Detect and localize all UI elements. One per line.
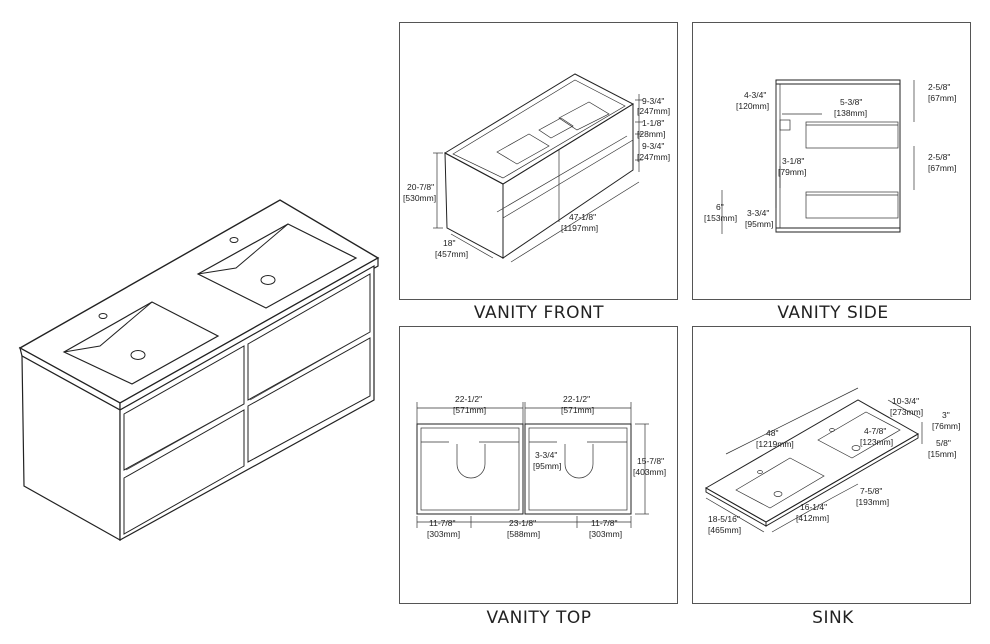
vanity-side-drawing: 4-3/4" [120mm] 5-3/8" [138mm] 2-5/8" [67… <box>704 79 956 234</box>
front-depth-mm: [457mm] <box>435 249 468 259</box>
front-drawer-bottom-mm: [247mm] <box>637 152 670 162</box>
panel-vanity-front <box>399 22 678 300</box>
top-left-offset-mm: [303mm] <box>427 529 460 539</box>
top-left-offset-in: 11-7/8" <box>429 518 456 528</box>
left-drain <box>130 350 146 360</box>
top-right-width-in: 22-1/2" <box>563 394 590 404</box>
sink-thickness-in: 3" <box>942 410 950 420</box>
top-cutout-in: 3-3/4" <box>535 450 557 460</box>
top-center-mm: [588mm] <box>507 529 540 539</box>
sink-depth-mm: [273mm] <box>890 407 923 417</box>
front-drawer-top-mm: [247mm] <box>637 106 670 116</box>
left-faucet-hole <box>98 313 108 319</box>
caption-vanity-side: VANITY SIDE <box>777 303 889 323</box>
sink-bowl-depth-in: 7-5/8" <box>860 486 882 496</box>
side-inner-width-in: 5-3/8" <box>840 97 862 107</box>
sink-thickness-mm: [76mm] <box>932 421 960 431</box>
side-right-top-in: 2-5/8" <box>928 82 950 92</box>
sink-overall-depth-mm: [465mm] <box>708 525 741 535</box>
side-mid-gap-mm: [79mm] <box>778 167 806 177</box>
front-drawer-bottom-in: 9-3/4" <box>642 141 664 151</box>
side-right-mid-mm: [67mm] <box>928 163 956 173</box>
sink-drain-in: 4-7/8" <box>864 426 886 436</box>
left-basin <box>62 301 220 385</box>
front-depth-in: 18" <box>443 238 455 248</box>
caption-vanity-front: VANITY FRONT <box>473 303 605 323</box>
side-bottom-gap-in: 3-3/4" <box>747 208 769 218</box>
side-top-offset-mm: [120mm] <box>736 101 769 111</box>
top-depth-in: 15-7/8" <box>637 456 664 466</box>
side-left-bottom-mm: [153mm] <box>704 213 737 223</box>
countertop-side-edge <box>119 256 379 412</box>
top-right-offset-in: 11-7/8" <box>591 518 618 528</box>
sink-lip-in: 5/8" <box>936 438 951 448</box>
front-gap-mm: [28mm] <box>637 129 665 139</box>
sink-overall-depth-in: 18-5/16" <box>708 514 740 524</box>
front-height-mm: [530mm] <box>403 193 436 203</box>
front-width-mm: [1197mm] <box>561 223 598 233</box>
side-mid-gap-in: 3-1/8" <box>782 156 804 166</box>
front-drawer-top-in: 9-3/4" <box>642 96 664 106</box>
drawer-bottom-right <box>247 337 371 463</box>
vanity-front-drawing: 20-7/8" [530mm] 18" [457mm] 47-1/8" [119… <box>403 73 670 263</box>
side-right-top-mm: [67mm] <box>928 93 956 103</box>
side-bottom-gap-mm: [95mm] <box>745 219 773 229</box>
front-width-in: 47-1/8" <box>569 212 596 222</box>
top-left-width-in: 22-1/2" <box>455 394 482 404</box>
side-left-bottom-in: 6" <box>716 202 724 212</box>
sink-drain-mm: [123mm] <box>860 437 893 447</box>
vanity-isometric-drawing <box>18 199 380 542</box>
top-right-offset-mm: [303mm] <box>589 529 622 539</box>
vanity-top-drawing: 22-1/2" [571mm] 22-1/2" [571mm] 15-7/8" … <box>416 394 666 539</box>
top-left-width-mm: [571mm] <box>453 405 486 415</box>
top-center-in: 23-1/8" <box>509 518 536 528</box>
panel-sink <box>692 326 971 604</box>
caption-vanity-top: VANITY TOP <box>486 608 592 628</box>
caption-sink: SINK <box>812 608 854 628</box>
sink-depth-in: 10-3/4" <box>892 396 919 406</box>
top-cutout-mm: [95mm] <box>533 461 561 471</box>
sink-bowl-depth-mm: [193mm] <box>856 497 889 507</box>
front-gap-in: 1-1/8" <box>642 118 664 128</box>
right-basin <box>196 223 358 309</box>
right-faucet-hole <box>229 237 239 243</box>
sink-drawing: 48" [1219mm] 10-3/4" [273mm] 3" [76mm] 5… <box>704 387 960 535</box>
side-inner-width-mm: [138mm] <box>834 108 867 118</box>
panel-vanity-side <box>692 22 971 300</box>
sink-length-in: 48" <box>766 428 778 438</box>
top-depth-mm: [403mm] <box>633 467 666 477</box>
side-right-mid-in: 2-5/8" <box>928 152 950 162</box>
right-drain <box>260 275 276 285</box>
top-right-width-mm: [571mm] <box>561 405 594 415</box>
side-top-offset-in: 4-3/4" <box>744 90 766 100</box>
drawer-bottom-left <box>123 409 245 535</box>
sink-length-mm: [1219mm] <box>756 439 794 449</box>
sink-bowl-width-mm: [412mm] <box>796 513 829 523</box>
sink-lip-mm: [15mm] <box>928 449 956 459</box>
panel-vanity-top <box>399 326 678 604</box>
front-height-in: 20-7/8" <box>407 182 434 192</box>
sink-bowl-width-in: 16-1/4" <box>800 502 827 512</box>
